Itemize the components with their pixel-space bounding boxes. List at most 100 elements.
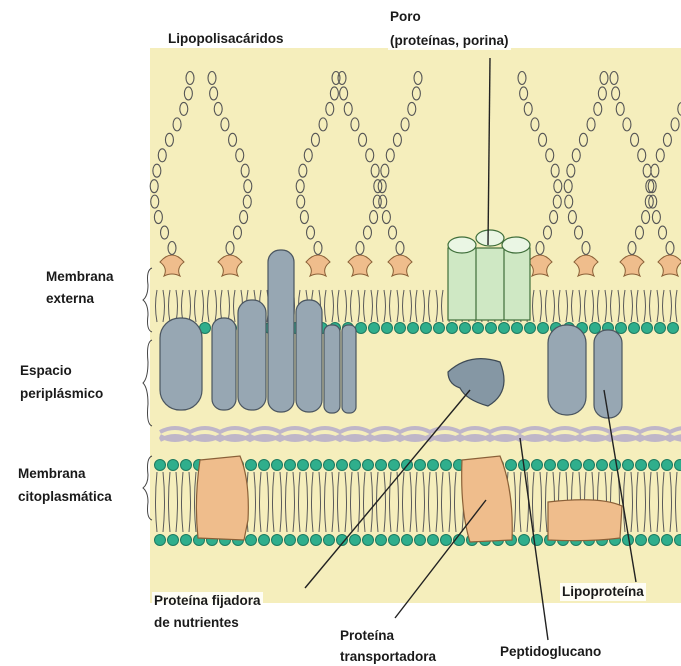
inner-upper-head — [610, 460, 621, 471]
outer-lower-head — [460, 323, 471, 334]
outer-lower-head — [447, 323, 458, 334]
inner-lower-head — [298, 535, 309, 546]
outer-lower-head — [538, 323, 549, 334]
outer-lower-head — [395, 323, 406, 334]
inner-upper-head — [181, 460, 192, 471]
inner-lower-head — [181, 535, 192, 546]
label-lipoproteina: Lipoproteína — [560, 583, 646, 601]
outer-lower-head — [408, 323, 419, 334]
inner-upper-head — [311, 460, 322, 471]
transport-protein — [462, 456, 513, 542]
label-poro-sub: (proteínas, porina) — [388, 32, 511, 50]
inner-upper-head — [337, 460, 348, 471]
inner-lower-head — [415, 535, 426, 546]
inner-upper-head — [428, 460, 439, 471]
inner-lower-head — [519, 535, 530, 546]
inner-upper-head — [545, 460, 556, 471]
inner-upper-head — [363, 460, 374, 471]
cm-protein-right — [548, 500, 622, 541]
outer-lower-head — [499, 323, 510, 334]
label-proteina-fijadora: Proteína fijadora — [152, 592, 263, 610]
inner-upper-head — [558, 460, 569, 471]
inner-lower-head — [428, 535, 439, 546]
inner-upper-head — [168, 460, 179, 471]
label-proteina-transportadora-sub: transportadora — [338, 648, 438, 666]
inner-upper-head — [350, 460, 361, 471]
lipoprotein-1 — [548, 325, 586, 415]
inner-upper-head — [675, 460, 681, 471]
inner-lower-head — [272, 535, 283, 546]
outer-lower-head — [369, 323, 380, 334]
outer-lower-head — [382, 323, 393, 334]
outer-lower-head — [590, 323, 601, 334]
outer-lower-head — [512, 323, 523, 334]
inner-lower-head — [324, 535, 335, 546]
inner-lower-head — [259, 535, 270, 546]
outer-lower-head — [655, 323, 666, 334]
label-proteina-fijadora-sub: de nutrientes — [152, 614, 241, 632]
inner-upper-head — [623, 460, 634, 471]
outer-lower-head — [668, 323, 679, 334]
inner-lower-head — [155, 535, 166, 546]
porin-top-mid — [476, 230, 504, 246]
outer-lower-head — [356, 323, 367, 334]
inner-upper-head — [506, 460, 517, 471]
label-espacio: Espacio — [18, 362, 74, 380]
inner-upper-head — [662, 460, 673, 471]
inner-lower-head — [636, 535, 647, 546]
inner-upper-head — [246, 460, 257, 471]
inner-lower-head — [441, 535, 452, 546]
outer-lower-head — [421, 323, 432, 334]
inner-lower-head — [389, 535, 400, 546]
inner-upper-head — [285, 460, 296, 471]
inner-upper-head — [389, 460, 400, 471]
inner-lower-head — [350, 535, 361, 546]
inner-lower-head — [311, 535, 322, 546]
inner-upper-head — [636, 460, 647, 471]
inner-lower-head — [649, 535, 660, 546]
outer-lower-head — [629, 323, 640, 334]
inner-upper-head — [415, 460, 426, 471]
inner-lower-head — [168, 535, 179, 546]
inner-lower-head — [285, 535, 296, 546]
om-protein-2 — [212, 318, 236, 410]
inner-lower-head — [376, 535, 387, 546]
inner-lower-head — [402, 535, 413, 546]
om-protein-7 — [342, 325, 356, 413]
inner-upper-head — [376, 460, 387, 471]
outer-lower-head — [486, 323, 497, 334]
porin-body — [448, 248, 530, 320]
om-protein-1 — [160, 318, 202, 410]
outer-lower-head — [473, 323, 484, 334]
label-membrana-externa: Membrana — [44, 268, 116, 286]
outer-lower-head — [525, 323, 536, 334]
label-membrana-cito: Membrana — [16, 465, 88, 483]
om-protein-5 — [296, 300, 322, 412]
inner-upper-head — [571, 460, 582, 471]
inner-upper-head — [324, 460, 335, 471]
inner-upper-head — [259, 460, 270, 471]
inner-upper-head — [155, 460, 166, 471]
lipoprotein-2 — [594, 330, 622, 418]
inner-upper-head — [532, 460, 543, 471]
inner-upper-head — [649, 460, 660, 471]
cm-protein-left — [196, 456, 248, 540]
om-protein-4 — [268, 250, 294, 412]
inner-lower-head — [246, 535, 257, 546]
outer-lower-head — [434, 323, 445, 334]
label-poro: Poro — [388, 8, 423, 26]
porin-top-left — [448, 237, 476, 253]
label-peptidoglucano: Peptidoglucano — [498, 643, 603, 661]
inner-lower-head — [675, 535, 681, 546]
label-proteina-transportadora: Proteína — [338, 627, 396, 645]
inner-lower-head — [363, 535, 374, 546]
om-protein-3 — [238, 300, 266, 410]
inner-upper-head — [584, 460, 595, 471]
inner-upper-head — [597, 460, 608, 471]
porin — [448, 230, 530, 320]
inner-upper-head — [441, 460, 452, 471]
inner-upper-head — [298, 460, 309, 471]
label-lipopolisacaridos: Lipopolisacáridos — [166, 30, 286, 48]
outer-lower-head — [616, 323, 627, 334]
label-membrana-externa-sub: externa — [44, 290, 96, 308]
